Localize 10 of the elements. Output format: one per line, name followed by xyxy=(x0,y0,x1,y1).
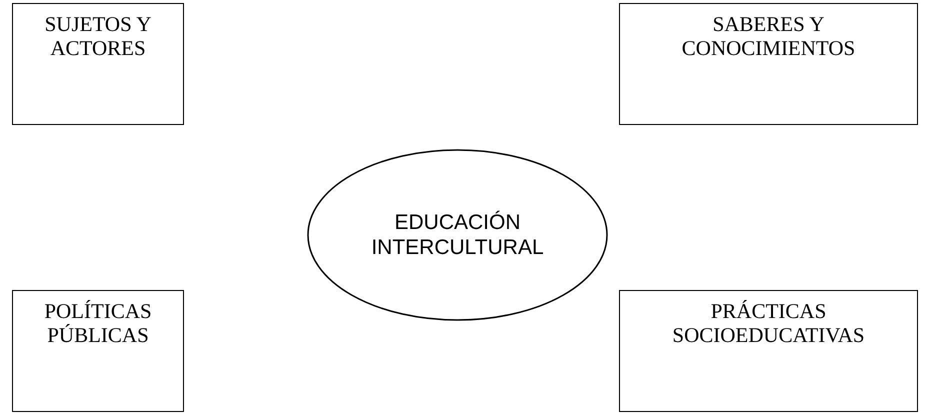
concept-ellipse xyxy=(307,149,608,321)
concept-box xyxy=(12,3,184,125)
node-label: PRÁCTICAS SOCIOEDUCATIVAS xyxy=(671,299,866,347)
node-label: SUJETOS Y ACTORES xyxy=(44,12,152,60)
node-label: EDUCACIÓN INTERCULTURAL xyxy=(370,210,545,260)
node-label: SABERES Y CONOCIMIENTOS xyxy=(680,12,856,60)
concept-box xyxy=(12,290,184,412)
concept-box xyxy=(619,290,918,412)
node-label: POLÍTICAS PÚBLICAS xyxy=(43,299,153,347)
concept-box xyxy=(619,3,918,125)
